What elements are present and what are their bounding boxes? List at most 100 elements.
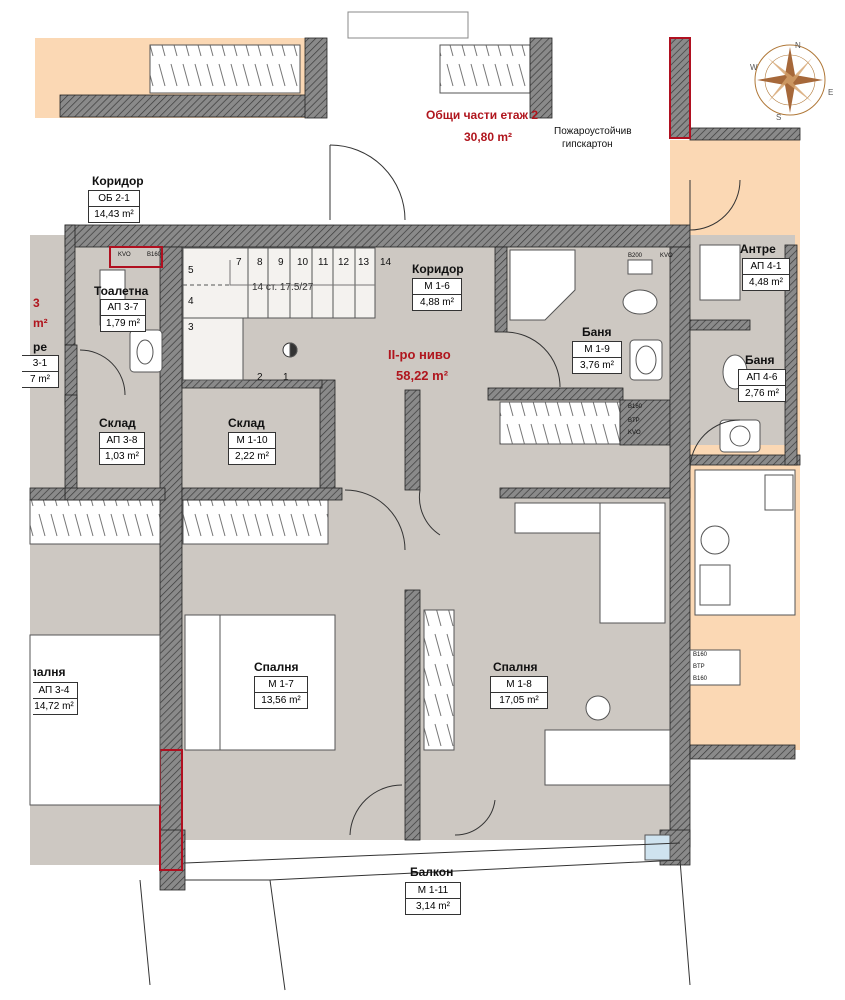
fire-note-line1: Пожароустойчив: [554, 126, 632, 137]
room-code-ob21: ОБ 2-1: [89, 191, 139, 207]
room-tag-m17: М 1-7 13,56 m²: [254, 676, 308, 709]
stair-step-14: 14: [380, 257, 392, 268]
kvo-label-a: KVO: [118, 252, 131, 258]
room-code-m111: М 1-11: [406, 883, 460, 899]
stair-caption: 14 ст. 17.5/27: [252, 282, 314, 293]
stair-step-13: 13: [358, 257, 370, 268]
level-name: II-ро ниво: [388, 347, 451, 362]
boiler-label-e: B160: [693, 676, 708, 682]
room-tag-ap38: АП 3-8 1,03 m²: [99, 432, 145, 465]
room-name-ap31: ре: [33, 340, 48, 354]
boiler-label-a: B160: [147, 252, 162, 258]
room-area-ap46: 2,76 m²: [745, 388, 779, 399]
wardrobe-m18-top: [499, 401, 621, 445]
room-number-ap3-cut: 3: [33, 296, 40, 310]
kvo-label-c: KVO: [628, 430, 641, 436]
boiler-label-d: B160: [693, 652, 708, 658]
room-area-m17: 13,56 m²: [261, 695, 301, 706]
wardrobe-top-left: [149, 44, 301, 94]
wardrobe-m17-right: [423, 609, 455, 751]
room-name-m110: Склад: [228, 416, 265, 430]
compass-east-label: E: [828, 88, 833, 97]
room-name-m17: Спалня: [254, 660, 299, 674]
wardrobe-m17: [182, 499, 329, 545]
wardrobe-top-mid: [439, 44, 531, 94]
common-area: 30,80 m²: [464, 130, 513, 144]
stair-step-2: 2: [257, 372, 263, 383]
room-tag-m16: М 1-6 4,88 m²: [412, 278, 462, 311]
kvo-label-b: KVO: [660, 253, 673, 259]
fire-walls: [109, 37, 691, 871]
room-name-m111: Балкон: [410, 865, 454, 879]
common-title: Общи части етаж 2: [426, 108, 539, 122]
room-area-m16: 4,88 m²: [420, 297, 454, 308]
doors: [79, 144, 741, 836]
room-area-ap3-cut: m²: [33, 316, 48, 330]
stair-step-12: 12: [338, 257, 350, 268]
room-name-ap38: Склад: [99, 416, 136, 430]
room-name-ap41: Антре: [740, 242, 776, 256]
stair-step-9: 9: [278, 257, 284, 268]
room-code-ap34: АП 3-4: [33, 683, 77, 699]
room-tag-ap31: 3-1 7 m²: [22, 355, 59, 388]
stair-step-7: 7: [236, 257, 242, 268]
room-area-ap41: 4,48 m²: [749, 277, 783, 288]
stair-step-3: 3: [188, 322, 194, 333]
room-name-ob21: Коридор: [92, 174, 144, 188]
room-code-m110: М 1-10: [229, 433, 275, 449]
level-area: 58,22 m²: [396, 368, 449, 383]
compass-north-label: N: [795, 41, 801, 50]
boiler-label-b: B200: [628, 253, 643, 259]
balcony-railing: [139, 842, 691, 991]
room-tag-ap41: АП 4-1 4,48 m²: [742, 258, 790, 291]
stair-step-8: 8: [257, 257, 263, 268]
room-code-ap37: АП 3-7: [101, 300, 145, 316]
room-tag-ap34: АП 3-4 14,72 m²: [33, 682, 78, 715]
room-code-m18: М 1-8: [491, 677, 547, 693]
room-ap34-clip: Спалня АП 3-4 14,72 m²: [33, 660, 93, 720]
wardrobe-m111-left: [347, 11, 469, 39]
compass-south-label: S: [776, 113, 781, 122]
stair-step-4: 4: [188, 296, 194, 307]
room-tag-m111: М 1-11 3,14 m²: [405, 882, 461, 915]
stair-step-1: 1: [283, 372, 289, 383]
room-name-ap37: Тоалетна: [94, 284, 149, 298]
room-area-ap31: 7 m²: [30, 374, 50, 385]
room-code-ap31: 3-1: [22, 356, 58, 372]
btp-label-c: BTP: [628, 418, 640, 424]
room-name-m19: Баня: [582, 325, 612, 339]
room-name-m18: Спалня: [493, 660, 538, 674]
room-tag-ob21: ОБ 2-1 14,43 m²: [88, 190, 140, 223]
room-code-m16: М 1-6: [413, 279, 461, 295]
stair: [182, 247, 376, 381]
room-area-m111: 3,14 m²: [416, 901, 450, 912]
room-code-m19: М 1-9: [573, 342, 621, 358]
room-area-ap37: 1,79 m²: [106, 318, 140, 329]
room-tag-ap46: АП 4-6 2,76 m²: [738, 369, 786, 402]
room-area-m18: 17,05 m²: [499, 695, 539, 706]
room-name-ap34: Спалня: [33, 665, 66, 679]
compass-west-label: W: [750, 63, 758, 72]
stair-step-10: 10: [297, 257, 309, 268]
room-tag-m110: М 1-10 2,22 m²: [228, 432, 276, 465]
room-name-ap46: Баня: [745, 353, 775, 367]
fixtures: [29, 244, 796, 861]
room-area-ob21: 14,43 m²: [94, 209, 134, 220]
room-code-m17: М 1-7: [255, 677, 307, 693]
btp-label-d: BTP: [693, 664, 705, 670]
room-code-ap38: АП 3-8: [100, 433, 144, 449]
stair-step-11: 11: [318, 257, 329, 268]
fire-note-line2: гипскартон: [562, 139, 613, 150]
room-tag-ap37: АП 3-7 1,79 m²: [100, 299, 146, 332]
room-tag-m18: М 1-8 17,05 m²: [490, 676, 548, 709]
room-name-m16: Коридор: [412, 262, 464, 276]
room-area-m19: 3,76 m²: [580, 360, 614, 371]
wardrobe-left-room: [29, 499, 166, 545]
walls: [29, 37, 801, 891]
compass-rose: [754, 44, 826, 116]
boiler-label-c: B160: [628, 404, 643, 410]
room-code-ap41: АП 4-1: [743, 259, 789, 275]
room-tag-m19: М 1-9 3,76 m²: [572, 341, 622, 374]
room-area-ap38: 1,03 m²: [105, 451, 139, 462]
